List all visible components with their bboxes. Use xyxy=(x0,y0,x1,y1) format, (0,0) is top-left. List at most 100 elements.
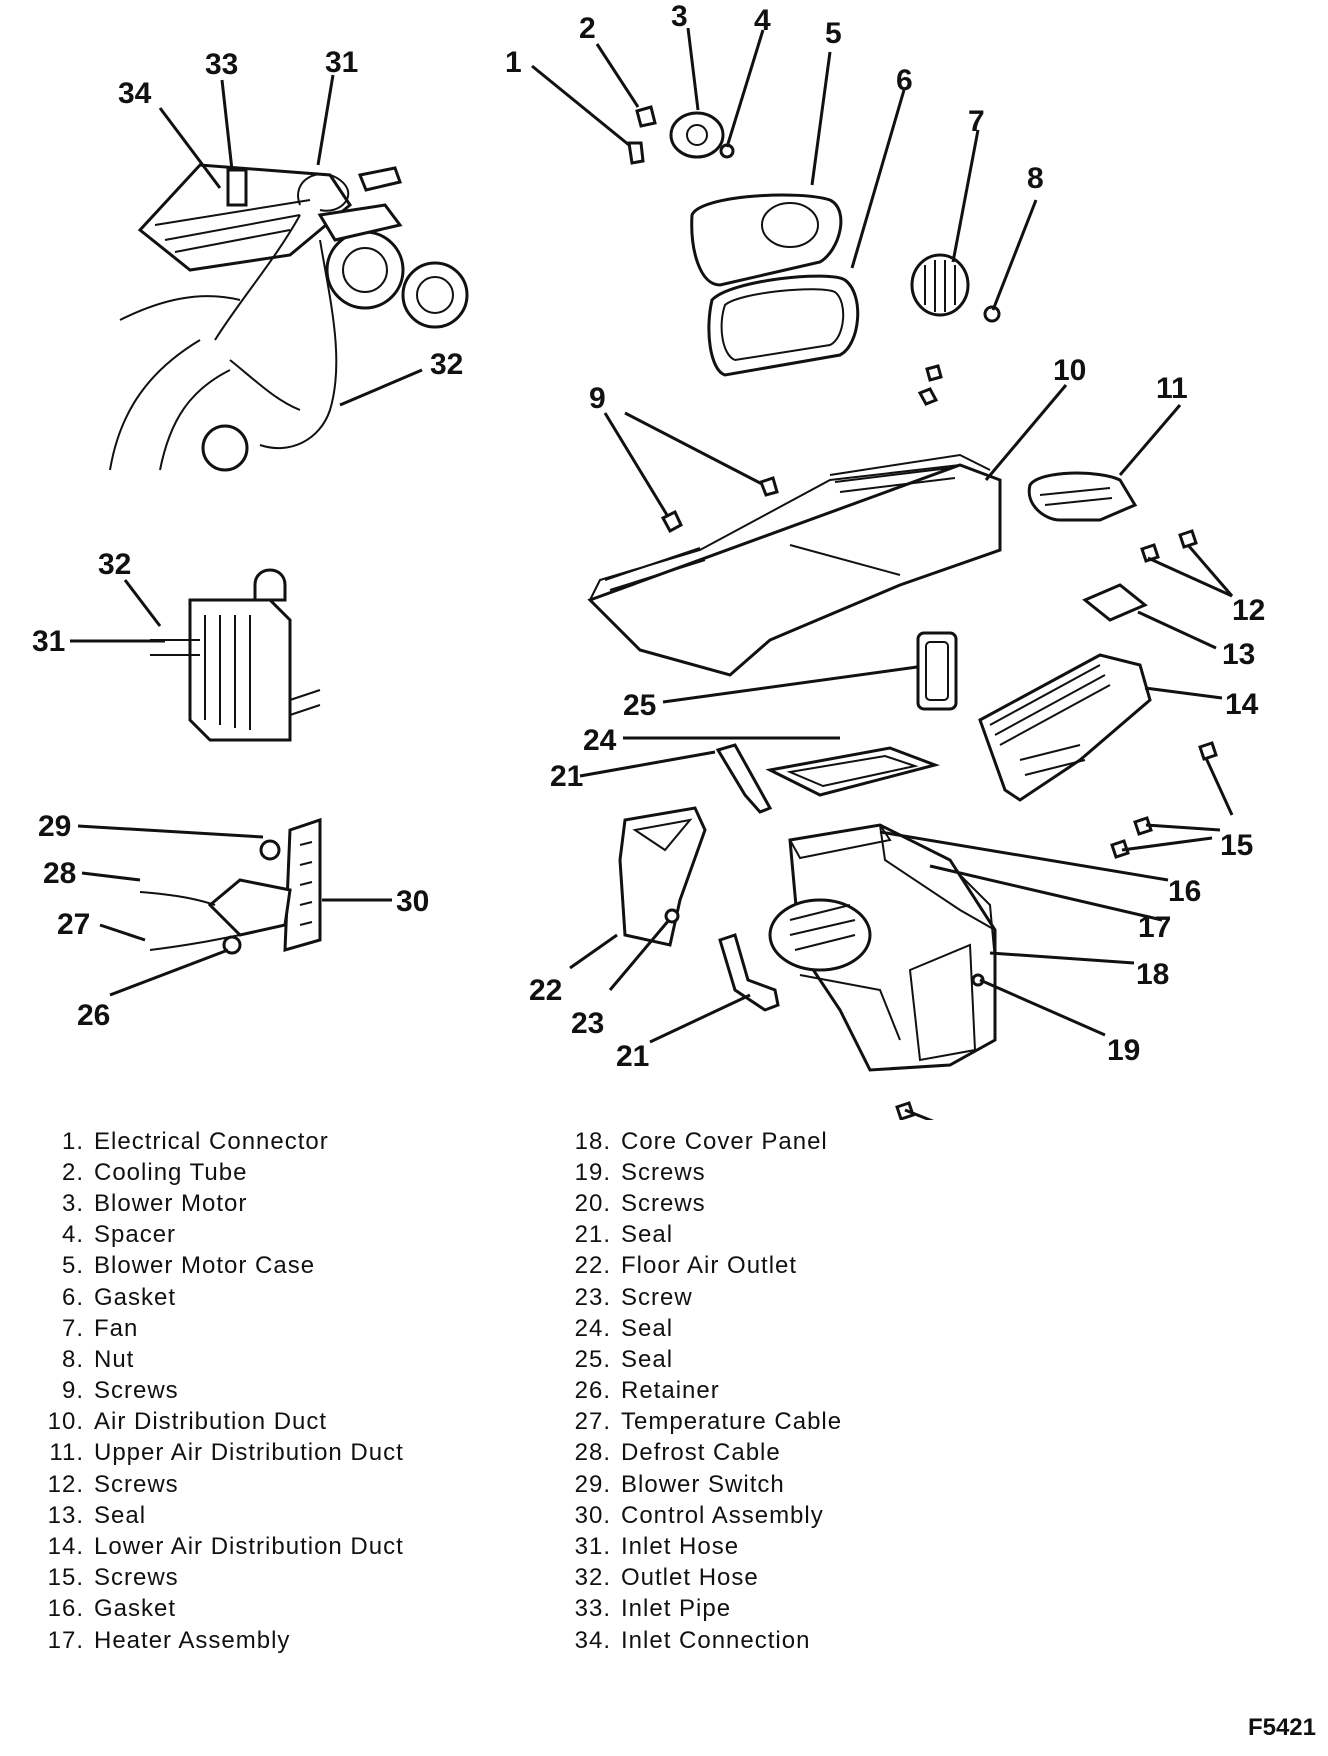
legend-label: Defrost Cable xyxy=(621,1439,781,1467)
leader-3 xyxy=(686,27,700,111)
leader-8 xyxy=(991,199,1038,311)
legend-item: 10. Air Distribution Duct xyxy=(28,1407,588,1438)
callout-15: 15 xyxy=(1220,829,1253,862)
legend-number: 7. xyxy=(61,1314,84,1342)
callout-10: 10 xyxy=(1053,354,1086,387)
leader-6 xyxy=(850,89,906,269)
legend-label: Spacer xyxy=(94,1221,177,1249)
legend-item: 26.Retainer xyxy=(555,1376,1115,1407)
callout-2: 2 xyxy=(579,12,596,45)
callout-12: 12 xyxy=(1232,594,1265,627)
legend-item: 33.Inlet Pipe xyxy=(555,1594,1115,1625)
leader-16 xyxy=(879,830,1169,882)
seal-24-part xyxy=(765,746,940,797)
legend-number: 5. xyxy=(61,1252,84,1280)
seal-13-part xyxy=(1082,583,1148,622)
figure-code: F5421 xyxy=(1247,1714,1316,1741)
legend-number: 15. xyxy=(47,1564,84,1592)
legend-item: 8. Nut xyxy=(28,1344,588,1375)
legend-label: Nut xyxy=(94,1345,135,1373)
legend-item: 17.Heater Assembly xyxy=(28,1625,588,1656)
callout-26: 26 xyxy=(77,999,110,1032)
callout-34: 34 xyxy=(118,77,152,110)
legend-label: Seal xyxy=(94,1501,147,1529)
callout-27: 27 xyxy=(57,908,90,941)
legend-label: Lower Air Distribution Duct xyxy=(94,1533,404,1561)
leader-13 xyxy=(1137,610,1217,650)
leader-10 xyxy=(984,384,1068,481)
leader-9a xyxy=(603,412,669,516)
callout-24: 24 xyxy=(583,724,617,757)
legend-label: Screws xyxy=(94,1377,179,1405)
callout-18: 18 xyxy=(1136,958,1169,991)
legend-item: 34.Inlet Connection xyxy=(555,1625,1115,1656)
legend-number: 19. xyxy=(574,1158,611,1186)
callout-23: 23 xyxy=(571,1007,604,1040)
legend-right-column: 18.Core Cover Panel 19.Screws 20.Screws … xyxy=(555,1126,1115,1656)
legend-label: Control Assembly xyxy=(621,1501,824,1529)
legend-label: Outlet Hose xyxy=(621,1564,759,1592)
legend-label: Air Distribution Duct xyxy=(94,1408,328,1436)
leader-17 xyxy=(929,864,1163,922)
callout-31b: 31 xyxy=(32,625,65,658)
callout-25: 25 xyxy=(623,689,656,722)
leader-33 xyxy=(220,79,234,171)
legend-label: Blower Motor xyxy=(94,1189,248,1217)
legend-label: Blower Switch xyxy=(621,1470,785,1498)
legend-item: 11.Upper Air Distribution Duct xyxy=(28,1438,588,1469)
legend-item: 22.Floor Air Outlet xyxy=(555,1251,1115,1282)
legend-number: 1. xyxy=(61,1127,84,1155)
screws-9-part xyxy=(660,364,943,534)
legend-label: Gasket xyxy=(94,1595,177,1623)
legend-label: Screw xyxy=(621,1283,693,1311)
legend-item: 24.Seal xyxy=(555,1313,1115,1344)
cooling-tube-part xyxy=(635,105,657,128)
leader-25 xyxy=(662,665,918,704)
seal-21-lower-part xyxy=(718,933,780,1012)
core-cover-panel-part xyxy=(954,869,996,961)
legend-label: Floor Air Outlet xyxy=(621,1252,798,1280)
heater-core-connection-illustration xyxy=(150,568,321,742)
outlet-hose-32 xyxy=(229,239,338,450)
legend-number: 26. xyxy=(574,1377,611,1405)
legend-label: Gasket xyxy=(94,1283,177,1311)
legend-number: 3. xyxy=(61,1189,84,1217)
legend-item: 6.Gasket xyxy=(28,1282,588,1313)
leader-21b xyxy=(649,993,751,1044)
callout-7: 7 xyxy=(968,105,985,138)
fan-part xyxy=(910,253,970,317)
leader-2 xyxy=(595,43,640,108)
leader-28 xyxy=(81,871,141,882)
exploded-parts-diagram: 1 2 3 4 5 6 7 8 9 10 11 12 13 14 15 16 1… xyxy=(32,0,1265,1120)
air-distribution-duct-part xyxy=(587,453,1002,677)
legend-item: 1.Electrical Connector xyxy=(28,1126,588,1157)
legend-label: Screws xyxy=(94,1470,179,1498)
legend-item: 20.Screws xyxy=(555,1188,1115,1219)
blower-motor-case-part xyxy=(690,193,843,287)
gasket-part xyxy=(707,274,860,377)
legend-item: 9.Screws xyxy=(28,1376,588,1407)
legend-label: Inlet Hose xyxy=(621,1533,740,1561)
callout-8: 8 xyxy=(1027,162,1044,195)
lower-air-distribution-duct-part xyxy=(978,653,1152,802)
legend-number: 10. xyxy=(47,1408,84,1436)
leader-9b xyxy=(624,411,763,486)
gasket-16-part xyxy=(788,823,892,860)
legend-number: 18. xyxy=(574,1127,611,1155)
legend-number: 33. xyxy=(574,1595,611,1623)
callout-19: 19 xyxy=(1107,1034,1140,1067)
legend-label: Heater Assembly xyxy=(94,1626,291,1654)
legend-item: 27.Temperature Cable xyxy=(555,1407,1115,1438)
legend-item: 4.Spacer xyxy=(28,1220,588,1251)
legend-item: 14.Lower Air Distribution Duct xyxy=(28,1531,588,1562)
legend-label: Upper Air Distribution Duct xyxy=(94,1439,404,1467)
callout-4: 4 xyxy=(754,4,771,37)
legend-item: 29.Blower Switch xyxy=(555,1469,1115,1500)
leader-1 xyxy=(531,64,630,147)
callout-29: 29 xyxy=(38,810,71,843)
legend-number: 30. xyxy=(574,1501,611,1529)
callout-5: 5 xyxy=(825,17,842,50)
legend-number: 8. xyxy=(61,1345,84,1373)
callout-1: 1 xyxy=(505,46,522,79)
legend-number: 28. xyxy=(574,1439,611,1467)
